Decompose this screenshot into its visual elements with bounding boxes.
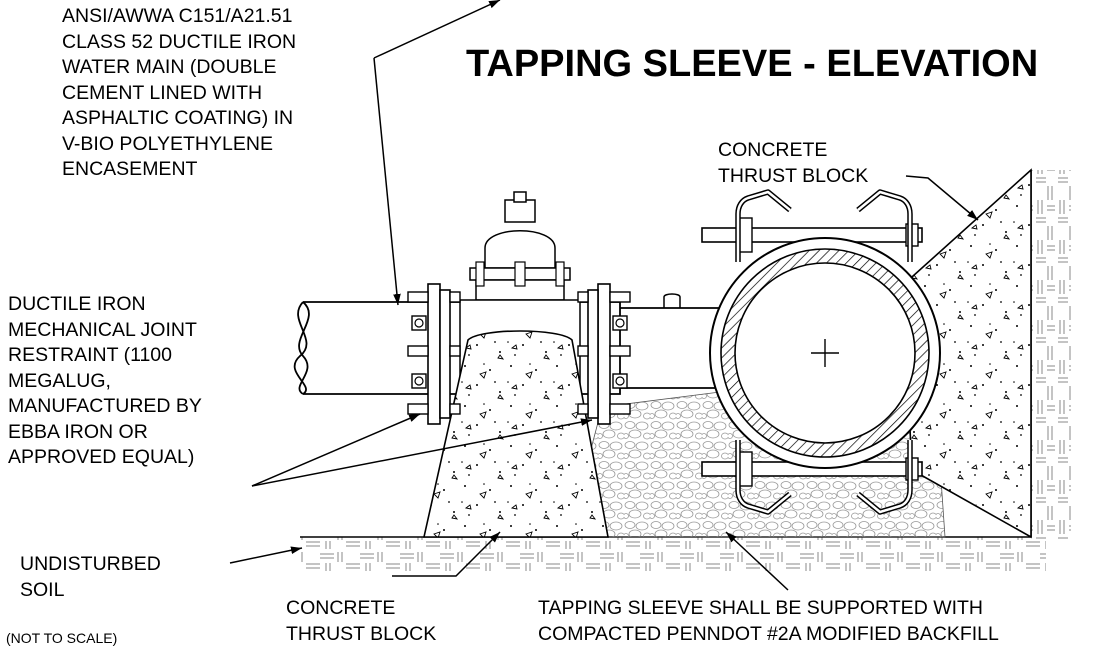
mj-restraint-left [407,283,461,425]
right-thrust-block-texture [903,170,1031,537]
backfill-note-label: TAPPING SLEEVE SHALL BE SUPPORTED WITH C… [538,597,999,645]
undisturbed-soil-hatch [300,537,1046,571]
drawing-title: TAPPING SLEEVE - ELEVATION [466,43,1039,85]
leader-water-main-top [373,0,501,59]
leader-thrust-block-right [905,175,979,221]
scale-note: (NOT TO SCALE) [6,630,118,646]
leader-mj-right [251,418,593,487]
tapping-sleeve [701,189,941,515]
leader-mj-left [251,413,421,487]
leader-backfill [725,531,789,591]
mj-restraint-right [577,283,631,425]
pipe-break-line-2 [298,301,310,395]
water-main-label: ANSI/AWWA C151/A21.51 CLASS 52 DUCTILE I… [62,5,297,180]
mj-restraint-label: DUCTILE IRON MECHANICAL JOINT RESTRAINT … [8,293,202,468]
leader-thrust-block-left [392,531,501,577]
soil-wall-hatch [1031,170,1071,540]
leader-lines [229,0,979,591]
leader-soil [229,546,303,564]
pipe-break-line [293,301,308,395]
concrete-thrust-block-label-left: CONCRETE THRUST BLOCK [286,597,437,645]
pipe-bolt-nub [663,293,681,308]
undisturbed-soil-label: UNDISTURBED SOIL [20,553,161,601]
outlet-pipe [620,307,721,389]
leader-water-main-pipe [373,57,401,306]
concrete-thrust-block-label-right: CONCRETE THRUST BLOCK [718,139,869,187]
